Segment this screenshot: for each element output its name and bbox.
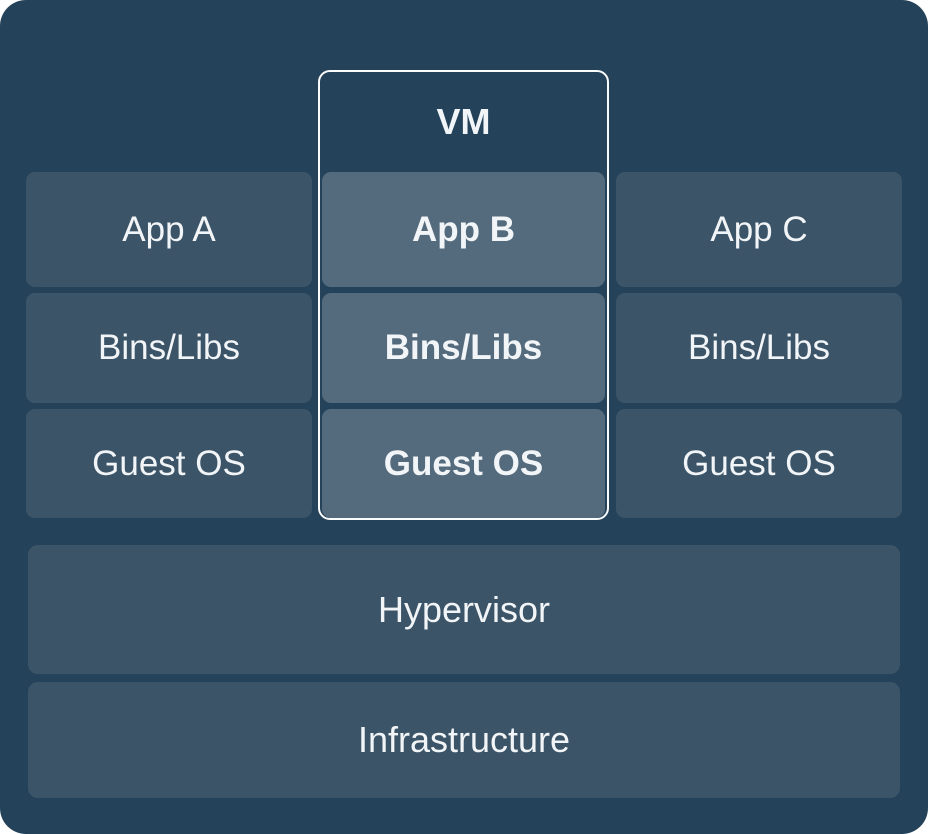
cell-guest-os-a: Guest OS — [26, 409, 312, 518]
vm-title: VM — [436, 101, 491, 142]
cell-app-c: App C — [616, 172, 902, 287]
layer-infrastructure: Infrastructure — [28, 682, 900, 798]
cell-app-b: App B — [322, 172, 605, 287]
cell-app-a: App A — [26, 172, 312, 287]
cell-guest-os-c: Guest OS — [616, 409, 902, 518]
cell-bins-libs-a: Bins/Libs — [26, 293, 312, 403]
vm-container: VM — [318, 70, 609, 520]
cell-guest-os-b: Guest OS — [322, 409, 605, 518]
layer-hypervisor: Hypervisor — [28, 545, 900, 674]
cell-bins-libs-b: Bins/Libs — [322, 293, 605, 403]
cell-bins-libs-c: Bins/Libs — [616, 293, 902, 403]
